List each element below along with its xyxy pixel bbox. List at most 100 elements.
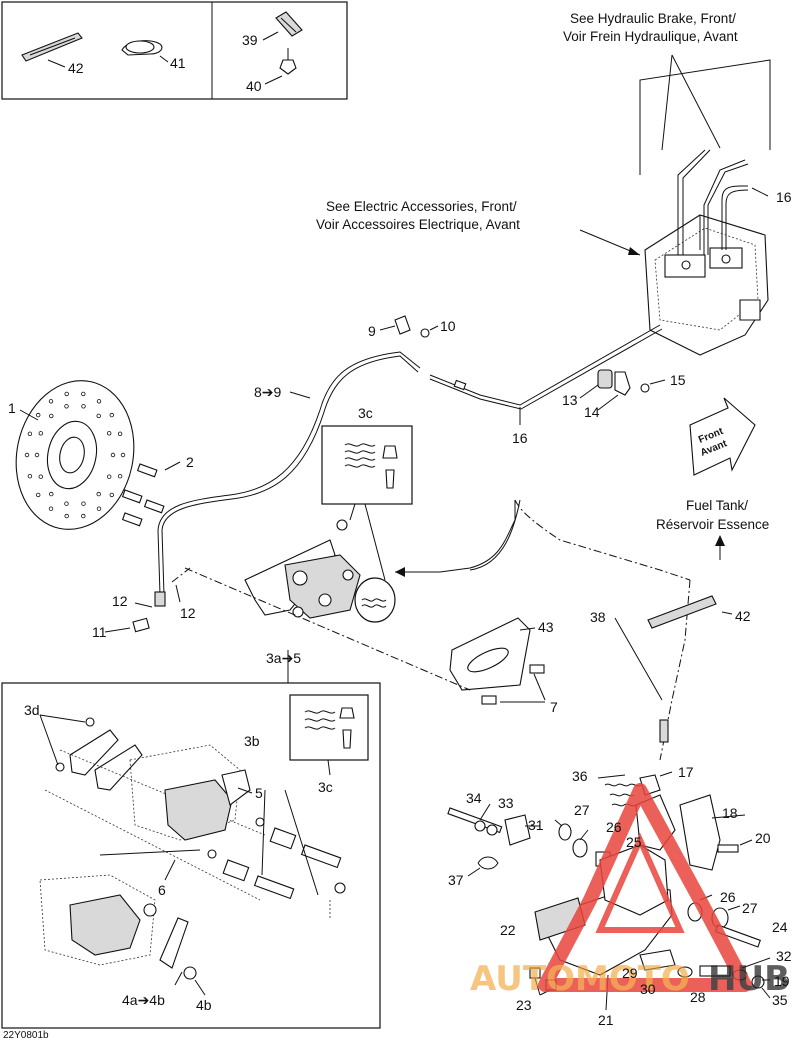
disc-hole	[96, 399, 102, 404]
front-direction-arrow	[689, 397, 756, 476]
disc-hole	[81, 513, 86, 519]
label-12-right: 12	[180, 605, 196, 621]
label-14: 14	[584, 404, 600, 420]
disc-hole	[64, 513, 69, 519]
electric-arrowhead	[628, 247, 640, 255]
label-18: 18	[722, 805, 738, 821]
disc-hole	[117, 474, 123, 479]
disc-hole	[109, 412, 114, 418]
label-1: 1	[8, 400, 16, 416]
label-42-lower: 42	[735, 608, 751, 624]
disc-hole	[38, 431, 43, 436]
reference-notes: See Hydraulic Brake, Front/ Voir Frein H…	[316, 11, 769, 532]
disc-hole	[38, 474, 43, 479]
clamp-part-41	[121, 40, 169, 63]
label-10: 10	[440, 318, 456, 334]
disc-hole	[27, 474, 33, 479]
label-42: 42	[68, 60, 84, 76]
note-fuel-line1: Fuel Tank/	[686, 498, 748, 513]
disc-hole	[109, 492, 114, 498]
brake-hose-8	[154, 351, 421, 607]
disc-hole	[48, 506, 54, 511]
label-35: 35	[772, 992, 788, 1008]
label-24: 24	[772, 919, 788, 935]
disc-hole	[36, 492, 41, 498]
hose-fittings-11-12	[104, 567, 191, 633]
label-11: 11	[92, 624, 107, 640]
note-fuel-line2: Réservoir Essence	[656, 517, 769, 532]
note-electric-line1: See Electric Accessories, Front/	[326, 199, 517, 214]
disc-hole	[120, 452, 126, 458]
brake-caliper-assembly	[244, 519, 396, 623]
label-8-to-9: 8➔9	[254, 384, 282, 400]
watermark-triangle	[538, 783, 752, 992]
watermark-text-dark: HUB	[708, 959, 790, 999]
disc-hole	[106, 474, 112, 479]
brake-line-16	[429, 324, 663, 425]
label-22: 22	[500, 922, 516, 938]
caliper-exploded-box	[1, 682, 381, 1029]
label-17: 17	[678, 764, 694, 780]
label-26-upper: 26	[606, 819, 622, 835]
note-electric-line2: Voir Accessoires Electrique, Avant	[316, 217, 520, 232]
disc-hole	[64, 391, 69, 397]
label-3a-to-5: 3a➔5	[266, 650, 301, 666]
disc-hole	[64, 404, 69, 409]
label-43: 43	[538, 619, 554, 635]
label-20: 20	[755, 830, 771, 846]
label-25: 25	[626, 834, 642, 850]
disc-hole	[48, 399, 54, 404]
bracket-43	[449, 617, 546, 705]
disc-hole	[27, 431, 33, 436]
disc-hole	[96, 506, 102, 511]
label-7: 7	[550, 699, 558, 715]
label-37: 37	[448, 872, 464, 888]
label-13: 13	[562, 392, 578, 408]
label-33: 33	[498, 795, 514, 811]
disc-hole	[117, 431, 123, 436]
diagram-code: 22Y0801b	[3, 1030, 49, 1041]
label-21: 21	[598, 1012, 614, 1028]
nut-part-40	[264, 48, 297, 85]
label-34: 34	[466, 790, 482, 806]
label-36: 36	[572, 768, 588, 784]
disc-hole	[49, 491, 54, 497]
inset-box-top-left	[1, 1, 348, 100]
disc-hole	[34, 452, 40, 458]
label-29: 29	[622, 965, 638, 981]
disc-hole	[106, 431, 112, 436]
label-23: 23	[516, 997, 532, 1013]
label-15: 15	[670, 372, 686, 388]
label-27-upper: 27	[574, 802, 590, 818]
label-28: 28	[690, 989, 706, 1005]
hydraulic-callout	[639, 54, 771, 175]
disc-hole	[36, 412, 41, 418]
label-16-top: 16	[776, 189, 792, 205]
label-5: 5	[255, 785, 263, 801]
spring-pin-callout-top	[321, 425, 413, 581]
label-32: 32	[776, 948, 792, 964]
dash-line-a	[184, 567, 471, 691]
watermark-text-orange: AUTOMOTO	[470, 959, 690, 999]
note-hydraulic-line1: See Hydraulic Brake, Front/	[570, 11, 736, 26]
label-31: 31	[528, 817, 544, 833]
label-39: 39	[242, 32, 258, 48]
fuel-tank-arrow	[715, 535, 725, 560]
disc-hole	[96, 491, 101, 497]
disc-hole	[81, 404, 86, 409]
abs-hydraulic-unit	[644, 149, 769, 356]
disc-hole	[81, 391, 86, 397]
label-38: 38	[590, 609, 606, 625]
label-2: 2	[186, 454, 194, 470]
label-4a-to-4b: 4a➔4b	[122, 992, 165, 1008]
label-30: 30	[640, 981, 656, 997]
label-27-lower: 27	[742, 900, 758, 916]
label-16: 16	[512, 430, 528, 446]
grommet-parts-13-14-15	[579, 369, 666, 411]
label-4b: 4b	[196, 997, 212, 1013]
label-26-lower: 26	[720, 889, 736, 905]
bracket-part-39	[262, 11, 303, 41]
disc-hole	[64, 501, 69, 506]
parking-cable-38	[439, 499, 691, 761]
